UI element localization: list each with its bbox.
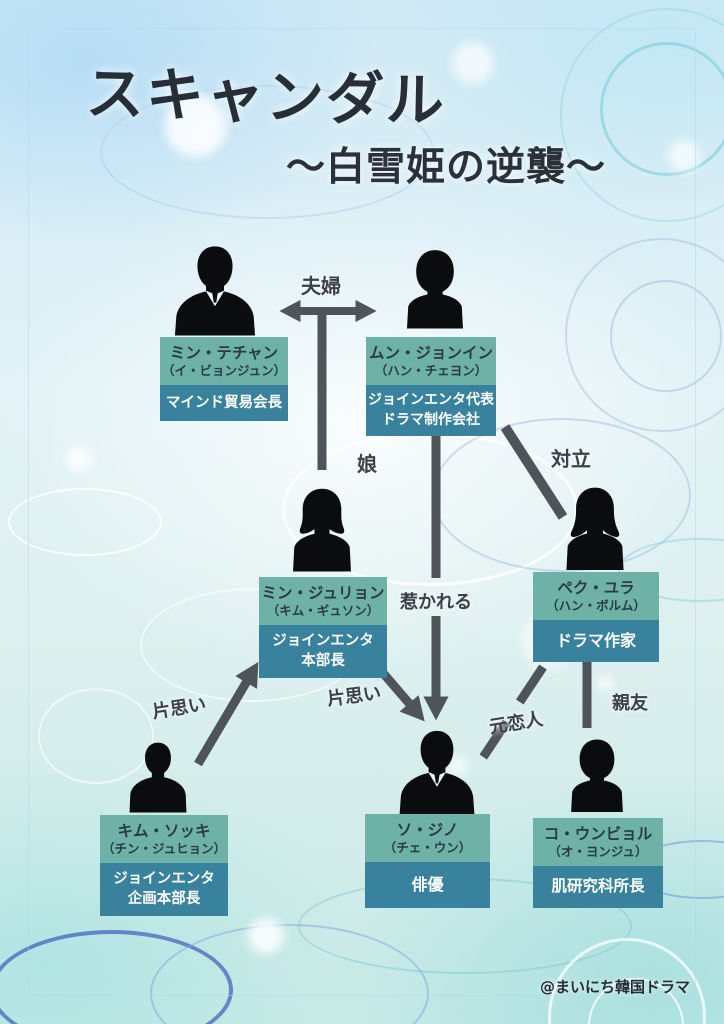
character-card-min-juryon: ミン・ジュリョン （キム・ギュソン） ジョインエンタ 本部長 [259, 577, 387, 678]
character-card-kim-sokki: キム・ソッキ （チン・ジュヒョン） ジョインエンタ 企画本部長 [100, 815, 228, 916]
actor-name: （オ・ヨンジュ） [548, 844, 648, 860]
character-role: ジョインエンタ代表 [368, 392, 494, 409]
character-name: コ・ウンビョル [543, 825, 653, 843]
character-card-pek-yura: ペク・ユラ （ハン・ボルム） ドラマ作家 [533, 572, 659, 663]
silhouette-min-juryon [280, 482, 364, 577]
actor-name: （ハン・チェヨン） [374, 363, 488, 379]
credit-text: @まいにち韓国ドラマ [539, 978, 690, 996]
character-role: 俳優 [411, 875, 444, 895]
line-kataomoi-left-arrow [194, 661, 259, 767]
line-motokoibito-dashed [466, 664, 547, 780]
silhouette-mun-jonin [395, 240, 475, 337]
character-card-so-jino: ソ・ジノ （チェ・ウン） 俳優 [365, 814, 490, 909]
actor-name: （チェ・ウン） [383, 840, 472, 856]
character-role: 本部長 [301, 653, 345, 670]
character-role: マインド貿易会長 [166, 395, 282, 412]
relationship-label-shinyu: 親友 [612, 693, 648, 714]
silhouette-so-jino [391, 730, 483, 814]
character-name: ミン・ジュリョン [261, 584, 385, 602]
actor-name: （キム・ギュソン） [266, 603, 380, 619]
character-card-ko-unbyol: コ・ウンビョル （オ・ヨンジュ） 肌研究科所長 [533, 818, 663, 908]
character-card-min-techan: ミン・テチャン （イ・ビョンジュン） マインド貿易会長 [160, 337, 288, 422]
character-name: キム・ソッキ [117, 822, 211, 840]
character-role: 企画本部長 [127, 891, 201, 908]
silhouette-pek-yura [553, 484, 637, 572]
actor-name: （ハン・ボルム） [546, 598, 646, 614]
character-role: ドラマ制作会社 [382, 411, 480, 428]
line-tairitsu [500, 424, 568, 520]
relationship-label-fufu: 夫婦 [301, 274, 341, 298]
page-subtitle: ～白雪姫の逆襲～ [286, 145, 607, 190]
character-name: ムン・ジョンイン [368, 344, 493, 362]
silhouette-ko-unbyol [560, 732, 634, 818]
actor-name: （イ・ビョンジュン） [162, 363, 287, 379]
character-role: ジョインエンタ [113, 871, 215, 888]
character-name: ソ・ジノ [396, 821, 459, 839]
relationship-label-tairitsu: 対立 [551, 447, 591, 471]
character-name: ミン・テチャン [169, 344, 279, 362]
silhouette-min-techan [170, 243, 260, 338]
character-role: 肌研究科所長 [551, 877, 645, 896]
relationship-label-hikareru: 惹かれる [400, 592, 472, 613]
character-name: ペク・ユラ [557, 579, 635, 597]
relationship-label-musume: 娘 [357, 452, 377, 476]
character-role: ジョインエンタ [272, 633, 374, 650]
actor-name: （チン・ジュヒョン） [102, 841, 227, 857]
character-role: ドラマ作家 [555, 631, 636, 651]
silhouette-kim-sokki [122, 738, 194, 815]
character-card-mun-jonin: ムン・ジョンイン （ハン・チェヨン） ジョインエンタ代表 ドラマ制作会社 [366, 337, 496, 437]
